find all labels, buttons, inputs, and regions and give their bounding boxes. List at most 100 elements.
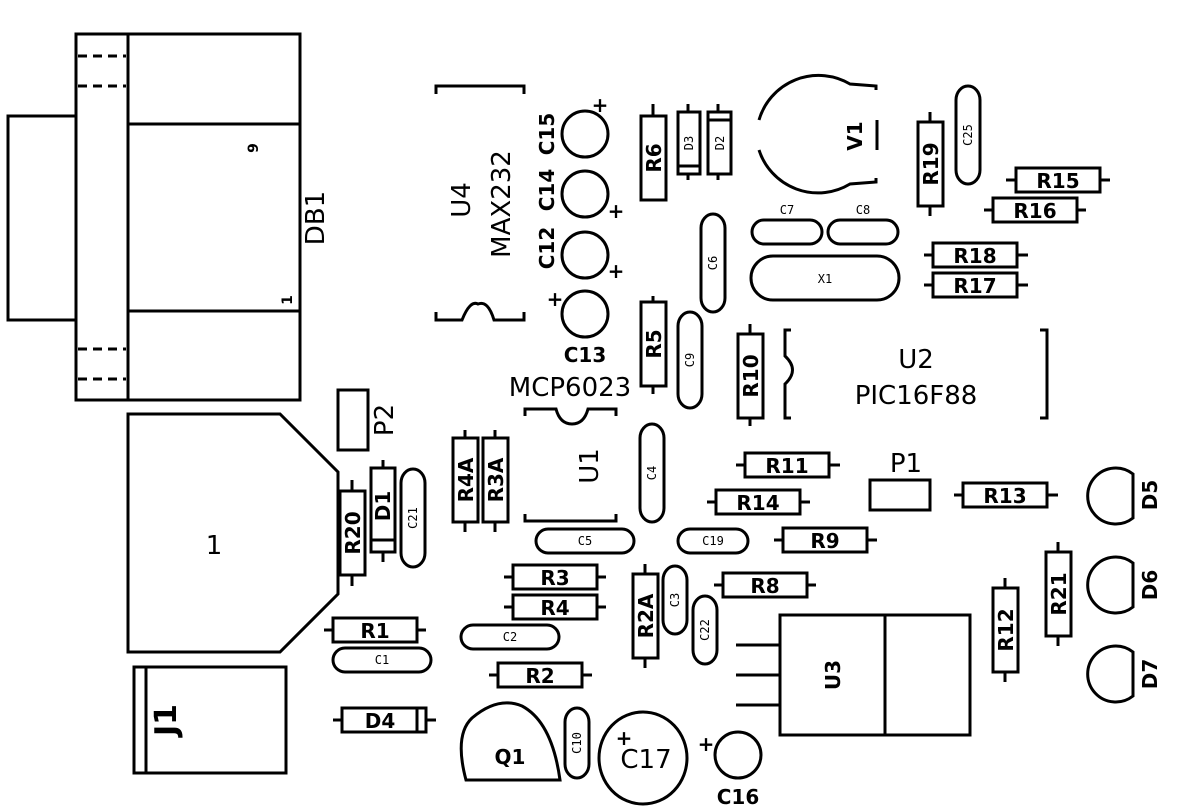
cap-c25[interactable]: C25	[954, 84, 982, 186]
cap-c13[interactable]: + C13	[547, 287, 610, 367]
d6-ref: D6	[1138, 570, 1162, 601]
led-d7[interactable]: D7	[1086, 644, 1162, 704]
power-jack[interactable]: 1	[126, 412, 340, 654]
component-v1[interactable]: V1	[757, 73, 879, 195]
r9-ref: R9	[810, 529, 839, 553]
cap-c19[interactable]: C19	[676, 527, 750, 555]
crystal-x1[interactable]: X1	[749, 254, 901, 302]
p1-ref: P1	[890, 449, 922, 479]
r4-ref: R4	[540, 596, 569, 620]
resistor-r6[interactable]: R6	[639, 104, 668, 202]
resistor-r2a[interactable]: R2A	[631, 564, 660, 668]
c25-ref: C25	[961, 124, 975, 146]
r2-ref: R2	[525, 664, 554, 688]
r21-ref: R21	[1047, 572, 1071, 615]
cap-c8[interactable]: C8	[826, 203, 900, 246]
cap-c21[interactable]: C21	[399, 467, 427, 569]
cap-c4[interactable]: C4	[638, 422, 666, 524]
diode-d1[interactable]: D1	[369, 460, 397, 562]
cap-c3[interactable]: C3	[661, 564, 689, 636]
cap-c5[interactable]: C5	[534, 527, 636, 555]
diode-d2[interactable]: D2	[706, 104, 733, 180]
d1-ref: D1	[371, 491, 395, 522]
diode-d4[interactable]: D4	[333, 706, 436, 734]
d4-ref: D4	[365, 709, 396, 733]
x1-ref: X1	[818, 272, 832, 286]
u2-ref: U2	[898, 345, 934, 375]
cap-c2[interactable]: C2	[459, 623, 561, 651]
resistor-r17[interactable]: R17	[924, 271, 1028, 299]
header-p1[interactable]: P1	[868, 449, 932, 512]
led-d6[interactable]: D6	[1086, 555, 1162, 615]
c12-plus: +	[608, 259, 625, 283]
regulator-u3[interactable]: U3	[736, 613, 972, 737]
resistor-r16[interactable]: R16	[984, 196, 1086, 224]
c1-ref: C1	[375, 653, 389, 667]
u4-ref: U4	[447, 182, 477, 218]
resistor-r3[interactable]: R3	[504, 563, 606, 591]
resistor-r13[interactable]: R13	[954, 481, 1058, 509]
c19-ref: C19	[702, 534, 724, 548]
resistor-r1[interactable]: R1	[324, 616, 426, 644]
r1-ref: R1	[360, 619, 389, 643]
c14-ref: C14	[535, 169, 559, 212]
cap-c22[interactable]: C22	[691, 594, 719, 666]
resistor-r20[interactable]: R20	[338, 480, 367, 586]
c16-plus: +	[698, 732, 715, 756]
d2-ref: D2	[713, 136, 727, 150]
cap-c16[interactable]: + C16	[698, 730, 763, 809]
connector-j1[interactable]: J1	[132, 665, 288, 775]
cap-c15[interactable]: + C15	[535, 93, 610, 159]
db1-ref: DB1	[301, 191, 331, 245]
r12-ref: R12	[994, 608, 1018, 651]
ic-u1[interactable]: MCP6023 U1	[509, 373, 631, 523]
c4-ref: C4	[645, 466, 659, 480]
c13-ref: C13	[564, 343, 607, 367]
resistor-r11[interactable]: R11	[736, 451, 840, 479]
resistor-r4[interactable]: R4	[504, 593, 606, 621]
cap-c9[interactable]: C9	[676, 310, 704, 410]
resistor-r3a[interactable]: R3A	[481, 430, 510, 532]
resistor-r19[interactable]: R19	[916, 112, 945, 216]
c9-ref: C9	[683, 353, 697, 367]
resistor-r10[interactable]: R10	[736, 324, 765, 426]
c12-ref: C12	[535, 227, 559, 270]
c15-plus: +	[592, 93, 609, 117]
diode-d3[interactable]: D3	[676, 104, 702, 180]
led-d5[interactable]: D5	[1086, 466, 1162, 526]
u2-value: PIC16F88	[855, 381, 978, 411]
header-p2[interactable]: P2	[336, 388, 400, 452]
cap-c17[interactable]: + C17	[597, 710, 689, 806]
resistor-r14[interactable]: R14	[707, 488, 810, 516]
cap-c6[interactable]: C6	[699, 212, 727, 314]
resistor-r8[interactable]: R8	[714, 571, 816, 599]
resistor-r18[interactable]: R18	[924, 241, 1028, 269]
resistor-r21[interactable]: R21	[1044, 542, 1073, 646]
r8-ref: R8	[750, 574, 779, 598]
c6-ref: C6	[706, 256, 720, 270]
cap-c12[interactable]: + C12	[535, 227, 624, 283]
transistor-q1[interactable]: Q1	[459, 701, 562, 782]
c7-ref: C7	[780, 203, 794, 217]
resistor-r5[interactable]: R5	[639, 296, 668, 394]
resistor-r12[interactable]: R12	[991, 578, 1020, 682]
ic-u4[interactable]: U4 MAX232	[434, 84, 526, 322]
v1-ref: V1	[843, 121, 867, 150]
resistor-r4a[interactable]: R4A	[451, 430, 480, 532]
cap-c7[interactable]: C7	[750, 203, 824, 246]
connector-db1[interactable]: 9 1 DB1	[6, 32, 331, 402]
ic-u2[interactable]: U2 PIC16F88	[783, 328, 1049, 420]
c17-ref: C17	[620, 745, 671, 775]
r16-ref: R16	[1013, 199, 1056, 223]
resistor-r15[interactable]: R15	[1006, 166, 1110, 194]
c17-plus: +	[616, 726, 633, 750]
db1-pin9-label: 9	[246, 143, 262, 153]
cap-c10[interactable]: C10	[563, 706, 591, 780]
resistor-r2[interactable]: R2	[489, 661, 592, 689]
resistor-r9[interactable]: R9	[774, 526, 877, 554]
r19-ref: R19	[919, 142, 943, 185]
cap-c1[interactable]: C1	[331, 646, 433, 674]
cap-c14[interactable]: + C14	[535, 169, 624, 223]
